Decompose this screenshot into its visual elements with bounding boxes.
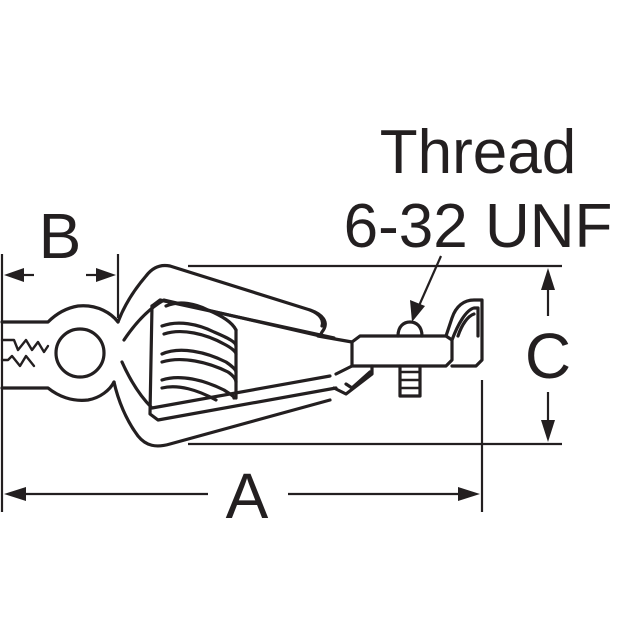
dimension-c <box>188 264 562 446</box>
clip-body <box>0 263 484 448</box>
pivot-hole <box>54 327 106 379</box>
dimension-a-label: A <box>226 460 269 532</box>
dimension-c-label: C <box>525 320 571 392</box>
thread-spec-label: 6-32 UNF <box>344 192 613 261</box>
dimension-b <box>0 254 120 318</box>
thread-leader <box>410 255 443 322</box>
dimension-b-label: B <box>39 200 82 272</box>
thread-label: Thread <box>380 118 576 187</box>
spring <box>160 301 238 402</box>
dimension-a <box>0 300 484 512</box>
screw-thread <box>398 364 422 398</box>
